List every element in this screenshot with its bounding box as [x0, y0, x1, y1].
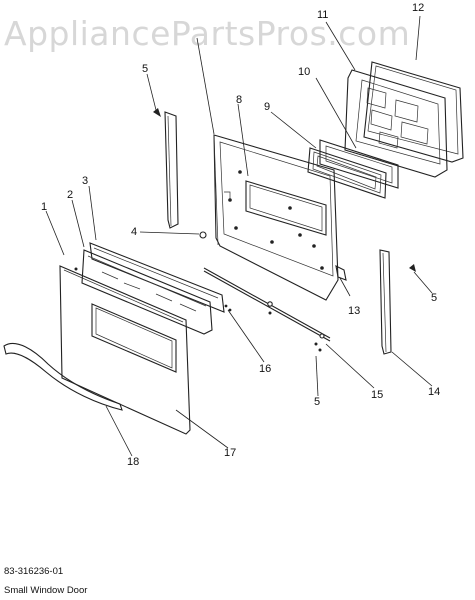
- part-3-vent-trim[interactable]: [89, 242, 225, 313]
- part-18-door-handle[interactable]: [3, 342, 123, 411]
- part-15-vent-rod[interactable]: [203, 267, 331, 346]
- callout-13: 13: [348, 305, 361, 317]
- callout-3: 3: [82, 175, 89, 187]
- callout-5-top: 5: [142, 63, 149, 75]
- part-2-vent-trim-lower[interactable]: [81, 249, 213, 335]
- callout-5-right: 5: [431, 292, 438, 304]
- callout-4: 4: [131, 226, 138, 238]
- callout-18: 18: [127, 456, 140, 468]
- part-14-hinge-right[interactable]: [379, 249, 416, 355]
- callout-9: 9: [264, 101, 271, 113]
- part-11-door-inner-panel[interactable]: [344, 69, 448, 178]
- watermark: AppliancePartsPros.com: [4, 14, 411, 53]
- callout-17: 17: [224, 447, 237, 459]
- callout-15: 15: [371, 389, 384, 401]
- callout-12: 12: [412, 2, 425, 14]
- part-4-screw[interactable]: [199, 231, 207, 239]
- part-13-door-stop[interactable]: [335, 265, 347, 281]
- callout-14: 14: [428, 386, 441, 398]
- callout-10: 10: [298, 66, 311, 78]
- part-17-outer-door-panel[interactable]: [59, 265, 191, 435]
- callout-16: 16: [259, 363, 272, 375]
- part-9-window-gasket[interactable]: [307, 147, 387, 199]
- part-8-door-liner[interactable]: [213, 134, 339, 301]
- part-5-screw-bottom[interactable]: [318, 348, 322, 352]
- callout-8: 8: [236, 94, 243, 106]
- part-16-screw[interactable]: [224, 304, 232, 312]
- callout-11: 11: [317, 9, 329, 21]
- callout-1: 1: [41, 201, 48, 213]
- callout-2: 2: [67, 189, 74, 201]
- diagram-title: Small Window Door: [4, 585, 88, 596]
- leader-lines: [45, 15, 433, 457]
- part-5-hinge-left[interactable]: [153, 108, 179, 229]
- part-12-outer-glass[interactable]: [363, 61, 464, 163]
- callout-5-bottom: 5: [314, 396, 321, 408]
- diagram-code: 83-316236-01: [4, 566, 64, 577]
